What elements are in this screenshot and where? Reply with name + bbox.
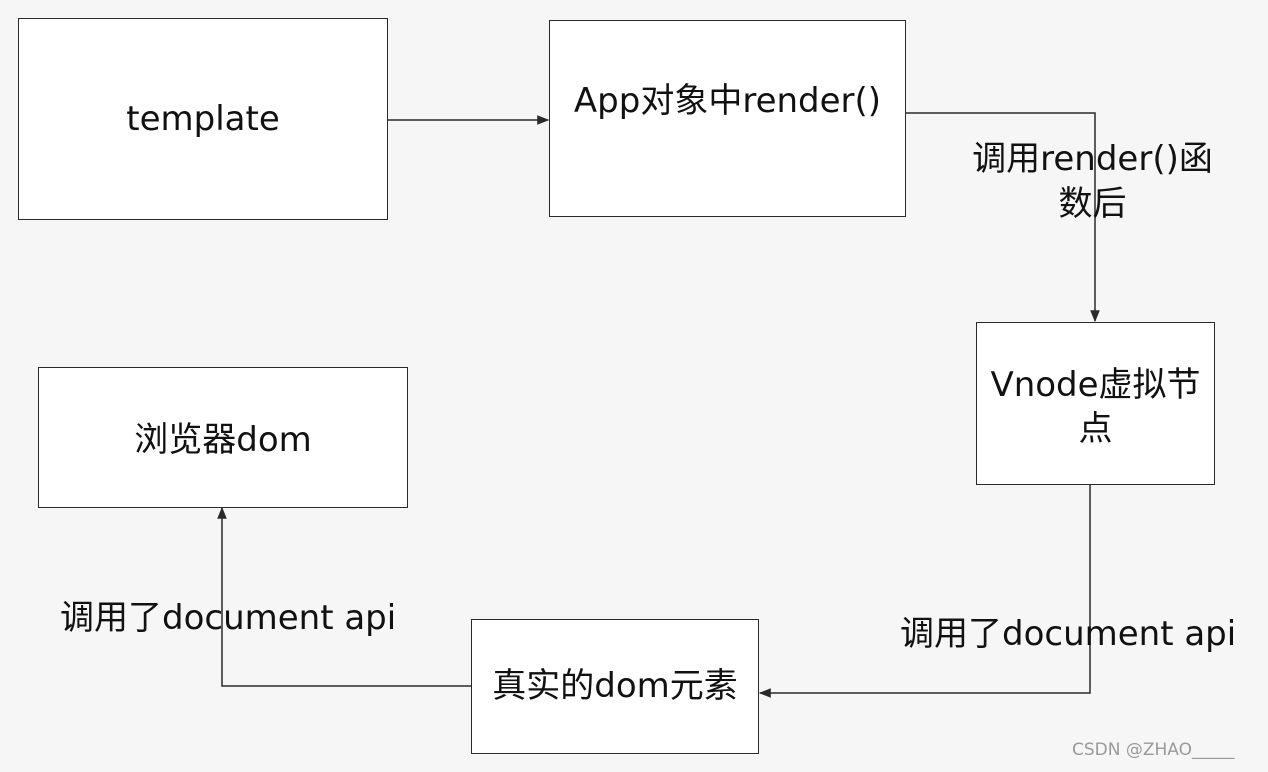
edge-label-vnode-to-real: 调用了document api <box>900 614 1237 654</box>
real-dom-node-label: 真实的dom元素 <box>492 666 738 707</box>
edge-label-after-render: 调用render()函 数后 <box>960 137 1225 227</box>
edge-app-to-vnode <box>906 112 1100 323</box>
edge-vnode-to-real-dom <box>758 482 1091 698</box>
edge-label-real-to-browser: 调用了document api <box>60 598 397 638</box>
real-dom-node: 真实的dom元素 <box>471 619 759 754</box>
browser-dom-node: 浏览器dom <box>38 367 408 508</box>
template-node-label: template <box>126 98 280 139</box>
watermark: CSDN @ZHAO_____ <box>1072 740 1235 760</box>
edge-label-after-render-line1: 调用render()函 <box>972 139 1213 179</box>
browser-dom-node-label: 浏览器dom <box>134 420 312 460</box>
vnode-node-label-line1: Vnode虚拟节 <box>990 365 1201 405</box>
edge-real-dom-to-browser <box>217 506 471 687</box>
vnode-node: Vnode虚拟节 点 <box>976 322 1215 485</box>
template-node: template <box>18 18 388 220</box>
app-render-node: App对象中render() <box>549 20 906 217</box>
edge-label-after-render-line2: 数后 <box>1058 183 1127 224</box>
app-render-node-label: App对象中render() <box>573 81 882 121</box>
vnode-node-label-line2: 点 <box>1078 409 1113 450</box>
